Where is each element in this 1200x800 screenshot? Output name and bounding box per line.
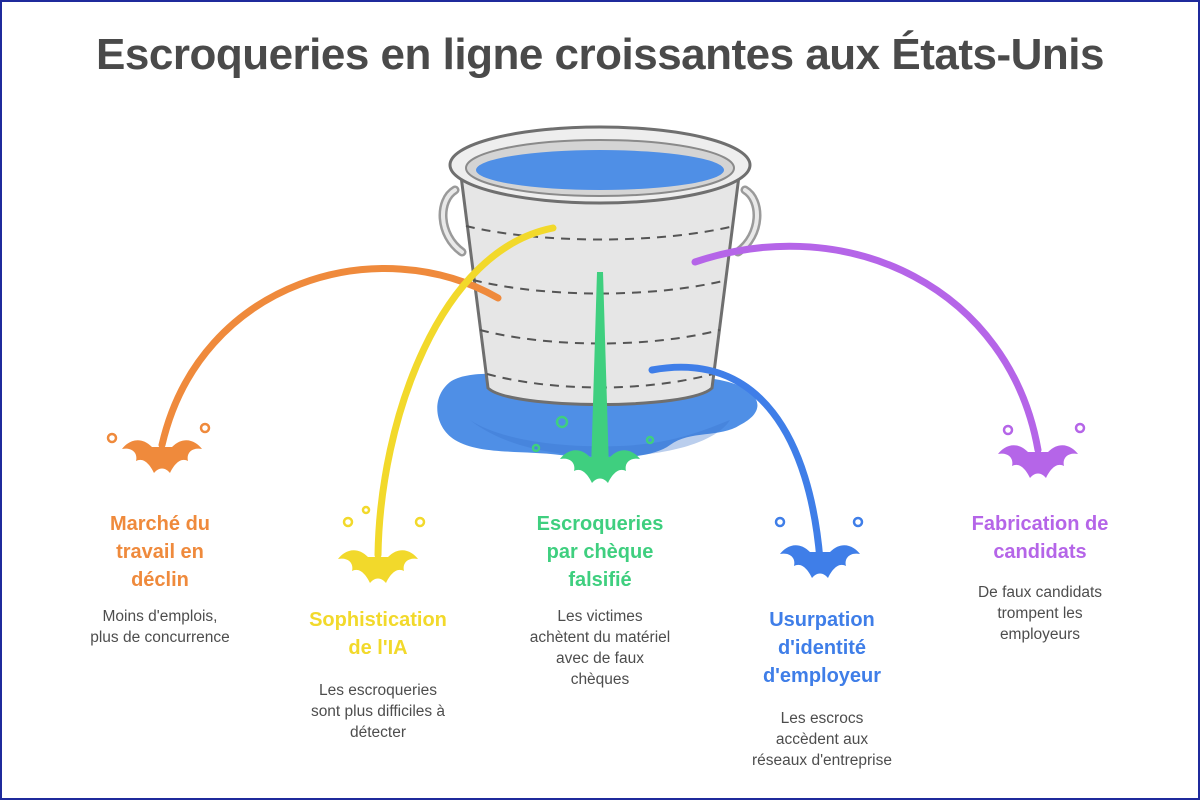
check-scam-heading-line: falsifié [568,569,632,591]
fake-candidates-splash [998,445,1078,478]
fake-candidates-heading: Fabrication de candidats [925,510,1155,566]
fake-candidates-stream [691,242,1042,454]
employer-impersonation-stream [648,363,824,564]
ai-sophistication-droplet [414,516,426,528]
fake-candidates-description-line: De faux candidats [977,584,1103,601]
bucket-water-surface [476,150,724,190]
job-market-droplet [199,422,211,434]
ai-sophistication-heading: Sophistication de l'IA [263,606,493,662]
job-market-heading-line: déclin [131,569,189,591]
fake-candidates-droplet [1074,422,1086,434]
job-market-heading-line: travail en [116,541,204,563]
fake-candidates-heading-line: candidats [993,541,1087,563]
ai-sophistication-description: Les escroqueries sont plus difficiles à dé… [263,680,493,743]
ai-sophistication-droplet [342,516,354,528]
check-scam-heading: Escroqueries par chèque falsifié [485,510,715,594]
job-market-stream [158,265,502,449]
employer-impersonation-splash [780,545,860,578]
page-title: Escroqueries en ligne croissantes aux Ét… [96,30,1104,79]
check-scam-description-line: avec de faux [556,650,644,667]
check-scam-description-line: achètent du matériel [529,629,671,646]
fake-candidates-heading-line: Fabrication de [971,513,1109,535]
ai-sophistication-heading-line: de l'IA [348,637,408,659]
check-scam-description-line: Les victimes [557,608,643,625]
ai-sophistication-stream [374,224,557,559]
employer-impersonation-droplet [774,516,786,528]
employer-impersonation-heading-line: d'identité [777,637,867,659]
check-scam-stream [591,272,609,470]
employer-impersonation-heading-line: Usurpation [769,609,875,631]
employer-impersonation-heading-line: d'employeur [762,665,882,687]
job-market-description: Moins d'emplois, plus de concurrence [45,606,275,648]
check-scam-droplet [531,443,541,453]
employer-impersonation-description-line: réseaux d'entreprise [752,752,892,769]
job-market-description-line: plus de concurrence [90,629,230,646]
employer-impersonation-description-line: accèdent aux [775,731,869,748]
bucket-band [465,225,735,241]
bucket-band [479,329,721,345]
fake-candidates-description-line: trompent les [997,605,1083,622]
fake-candidates-description-line: employeurs [999,626,1081,643]
job-market-heading-line: Marché du [109,513,211,535]
employer-impersonation-droplet [852,516,864,528]
ai-sophistication-splash [338,550,418,583]
check-scam-description-line: chèques [570,671,630,688]
ai-sophistication-heading-line: Sophistication [309,609,447,631]
check-scam-droplet [645,435,655,445]
job-market-droplet [106,432,118,444]
fake-candidates-description: De faux candidats trompent les employeurs [925,582,1155,645]
check-scam-heading-line: Escroqueries [536,513,664,535]
ai-sophistication-description-line: Les escroqueries [318,682,438,699]
fake-candidates-droplet [1002,424,1014,436]
check-scam-droplet [555,415,569,429]
job-market-splash [122,440,202,473]
employer-impersonation-description: Les escrocs accèdent aux réseaux d'entrepr… [707,708,937,771]
check-scam-description: Les victimes achètent du matériel avec de … [485,606,715,690]
ai-sophistication-description-line: sont plus difficiles à [310,703,446,720]
employer-impersonation-description-line: Les escrocs [780,710,864,727]
ai-sophistication-droplet [361,505,371,515]
job-market-heading: Marché du travail en déclin [45,510,275,594]
bucket-band [472,279,728,295]
ai-sophistication-description-line: détecter [349,724,406,741]
water-puddle-shade [470,420,730,457]
job-market-description-line: Moins d'emplois, [102,608,218,625]
check-scam-heading-line: par chèque [546,541,654,563]
employer-impersonation-heading: Usurpation d'identité d'employeur [707,606,937,690]
check-scam-splash [560,450,640,483]
